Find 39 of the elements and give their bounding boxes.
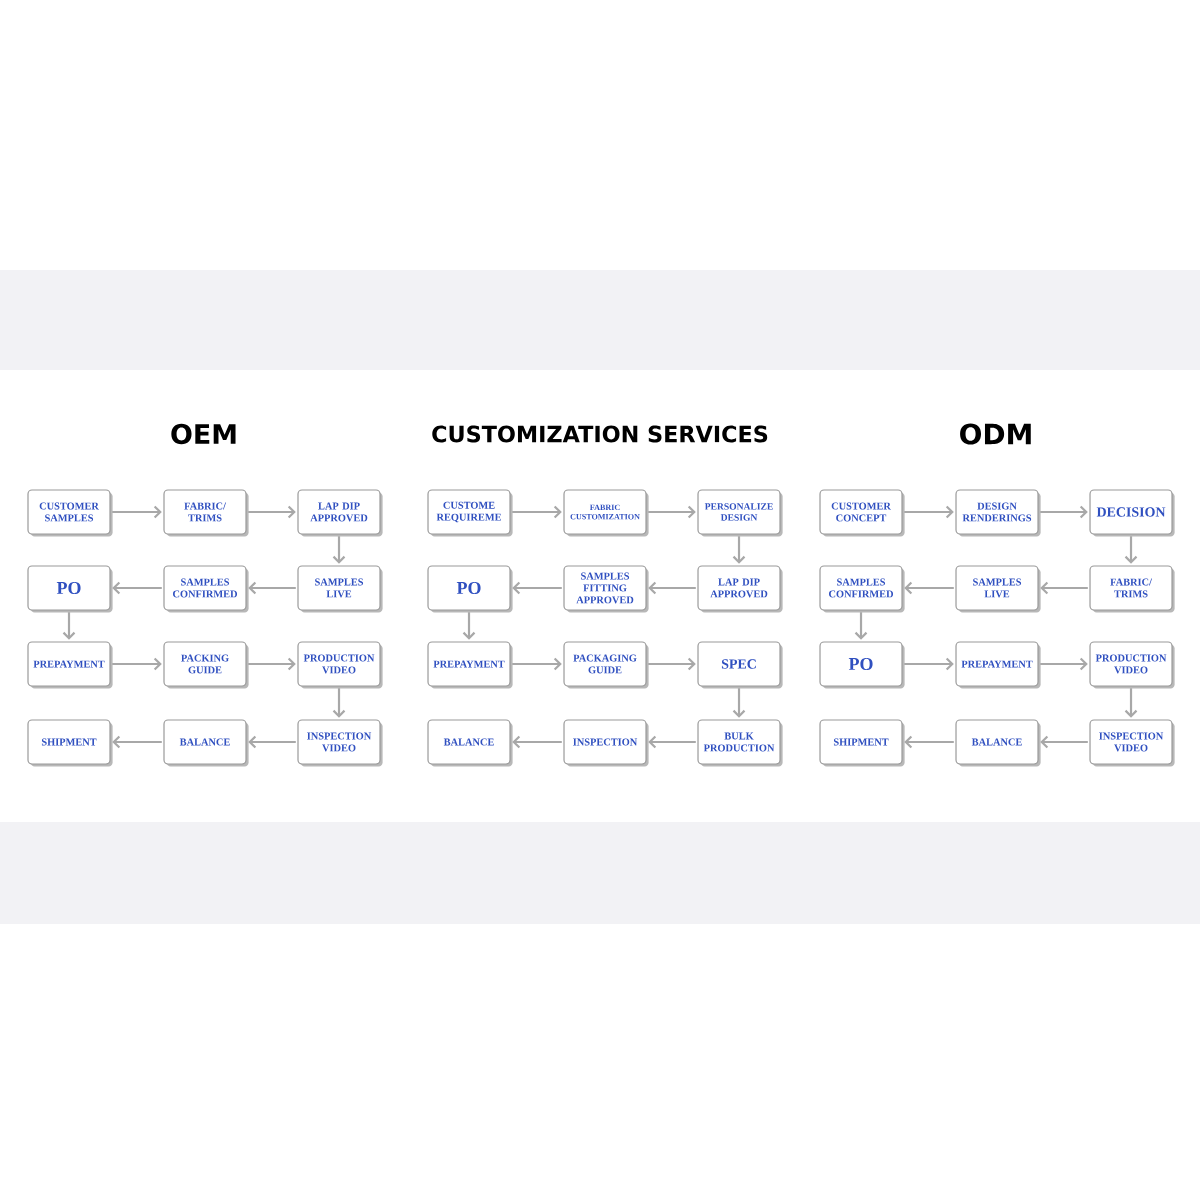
arrow <box>332 688 346 718</box>
arrow <box>62 612 76 640</box>
arrow <box>854 612 868 640</box>
heading: ODM <box>960 423 1031 445</box>
arrow <box>248 581 296 595</box>
arrow <box>1124 688 1138 718</box>
arrow <box>648 657 696 671</box>
arrow <box>648 581 696 595</box>
arrow <box>248 657 296 671</box>
arrow <box>462 612 476 640</box>
arrow <box>904 735 954 749</box>
arrow <box>732 536 746 564</box>
arrow <box>648 735 696 749</box>
arrow <box>112 505 162 519</box>
arrow <box>512 657 562 671</box>
arrow <box>904 657 954 671</box>
arrow <box>732 688 746 718</box>
arrow <box>1040 735 1088 749</box>
heading: OEM <box>171 423 236 445</box>
arrow <box>332 536 346 564</box>
arrow <box>904 505 954 519</box>
arrow <box>1040 505 1088 519</box>
arrow <box>512 735 562 749</box>
arrow <box>112 735 162 749</box>
arrow <box>512 505 562 519</box>
arrow <box>512 581 562 595</box>
arrow <box>112 581 162 595</box>
arrow <box>1040 657 1088 671</box>
process-box: PO <box>819 641 905 689</box>
process-box: PO <box>427 565 513 613</box>
arrow <box>904 581 954 595</box>
arrow <box>248 505 296 519</box>
arrow <box>248 735 296 749</box>
arrow <box>648 505 696 519</box>
process-box: PO <box>27 565 113 613</box>
arrow <box>1040 581 1088 595</box>
heading: CUSTOMIZATION SERVICES <box>432 425 768 443</box>
arrow <box>1124 536 1138 564</box>
arrow <box>112 657 162 671</box>
